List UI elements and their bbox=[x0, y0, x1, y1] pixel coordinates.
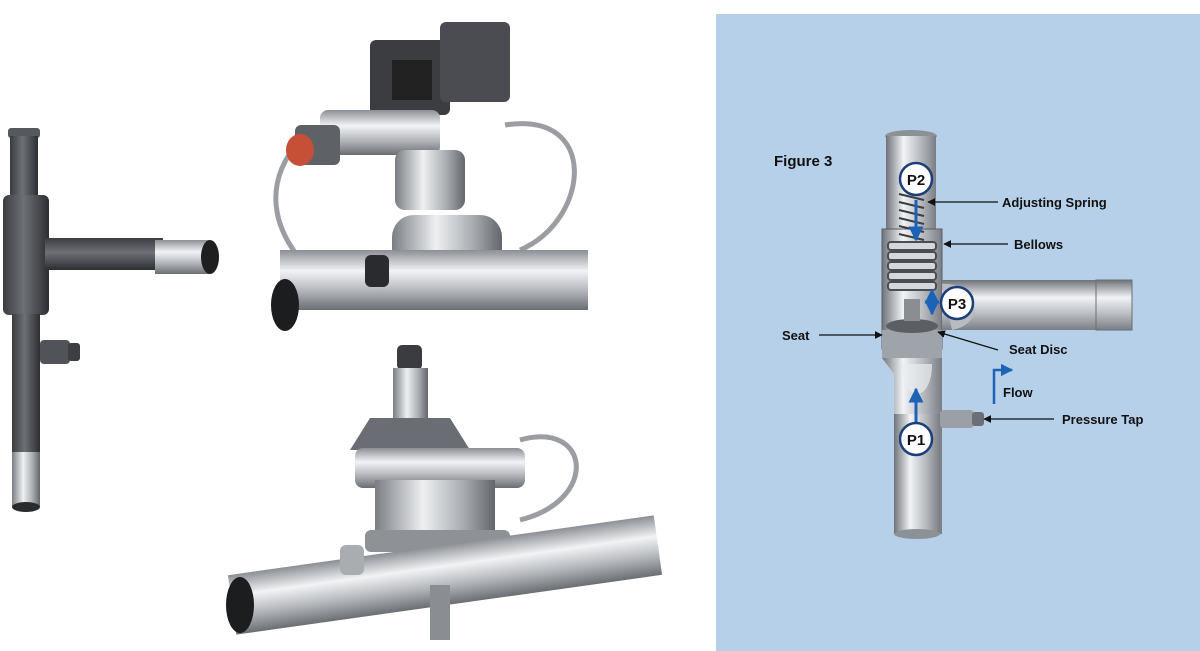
label-bellows: Bellows bbox=[1014, 237, 1063, 252]
svg-text:P2: P2 bbox=[907, 172, 925, 189]
label-seat: Seat bbox=[782, 328, 810, 343]
figure-panel: Figure 3 bbox=[716, 14, 1200, 651]
product-photos bbox=[3, 22, 663, 640]
dark-tee-valve-photo bbox=[3, 128, 219, 512]
label-adjusting-spring: Adjusting Spring bbox=[1002, 195, 1107, 210]
valve-cutaway-diagram: Figure 3 bbox=[774, 130, 1143, 539]
pressure-point-p1: P1 bbox=[898, 421, 934, 457]
svg-text:P3: P3 bbox=[948, 296, 966, 313]
leader-lines bbox=[819, 198, 1054, 423]
seat-disc bbox=[886, 319, 938, 333]
solenoid-valve-photo bbox=[271, 22, 588, 331]
label-pressure-tap: Pressure Tap bbox=[1062, 412, 1143, 427]
figure-title: Figure 3 bbox=[774, 153, 832, 170]
bellows bbox=[887, 241, 937, 291]
pilot-regulator-photo bbox=[226, 345, 663, 640]
svg-text:P1: P1 bbox=[907, 432, 925, 449]
pressure-point-p3: P3 bbox=[939, 285, 975, 321]
flow-indicator: Flow bbox=[992, 363, 1033, 404]
pressure-arrows bbox=[908, 200, 940, 426]
pressure-point-p2: P2 bbox=[898, 161, 934, 197]
svg-text:Flow: Flow bbox=[1003, 385, 1033, 400]
label-seat-disc: Seat Disc bbox=[1009, 342, 1068, 357]
adjusting-spring bbox=[898, 193, 925, 241]
